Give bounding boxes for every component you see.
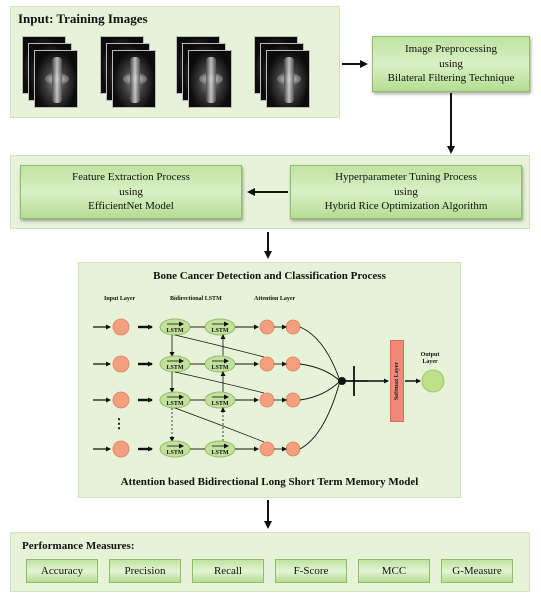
bidirectional-lstm-label: Bidirectional LSTM [170,296,222,302]
preprocessing-box: Image Preprocessing using Bilateral Filt… [372,36,530,92]
tuning-line-2: using [394,185,418,198]
feature-line-3: EfficientNet Model [88,200,174,213]
feature-line-2: using [119,185,143,198]
preprocessing-line-2: using [439,57,463,70]
preprocessing-line-1: Image Preprocessing [405,42,497,55]
feature-extraction-box: Feature Extraction Process using Efficie… [20,165,242,219]
hyperparameter-tuning-box: Hyperparameter Tuning Process using Hybr… [290,165,522,219]
softmax-layer: Softmax Layer [390,340,404,422]
model-caption: Attention based Bidirectional Long Short… [120,476,419,488]
attention-layer-label: Attention Layer [254,296,296,302]
feature-line-1: Feature Extraction Process [72,170,190,183]
metric-g-measure: G-Measure [441,559,513,583]
preprocessing-line-3: Bilateral Filtering Technique [387,72,515,85]
input-title: Input: Training Images [18,11,148,26]
input-layer-label: Input Layer [104,296,136,302]
metric-f-score: F-Score [275,559,347,583]
tuning-line-1: Hyperparameter Tuning Process [335,170,477,183]
tuning-line-3: Hybrid Rice Optimization Algorithm [324,200,488,213]
detection-title: Bone Cancer Detection and Classification… [153,270,386,282]
metric-mcc: MCC [358,559,430,583]
metric-accuracy: Accuracy [26,559,98,583]
performance-title: Performance Measures: [22,540,135,552]
output-layer-label: Output Layer [420,352,440,366]
metric-recall: Recall [192,559,264,583]
metric-precision: Precision [109,559,181,583]
